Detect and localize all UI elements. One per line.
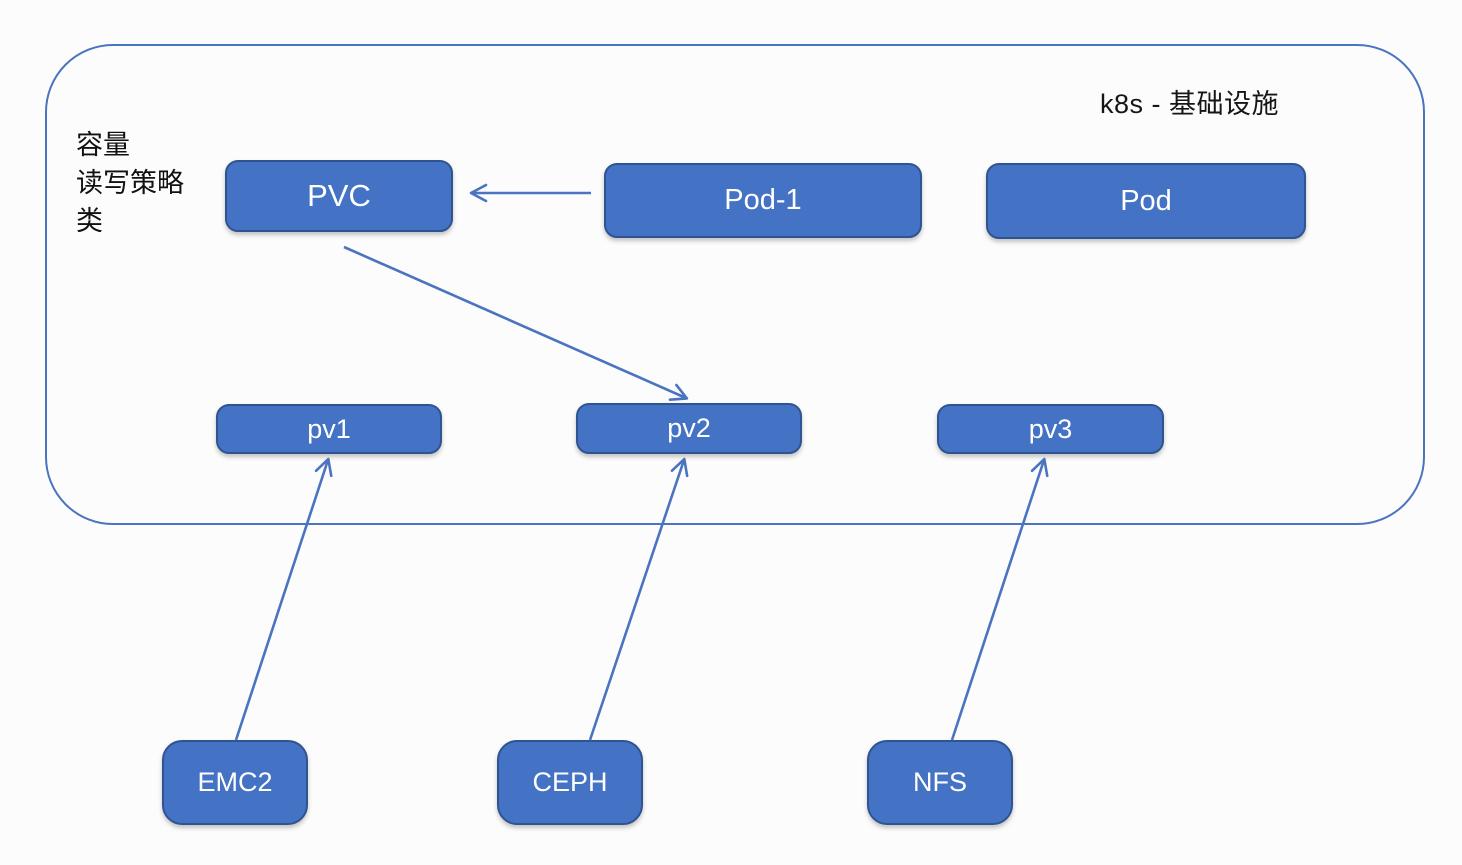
node-pod-1: Pod-1 [604,163,922,238]
node-pv2-label: pv2 [667,413,711,443]
side-note-line-capacity: 容量 [76,130,130,160]
node-pvc: PVC [225,160,453,232]
node-ceph: CEPH [497,740,643,825]
node-emc2: EMC2 [162,740,308,825]
node-pod-1-label: Pod-1 [724,184,802,216]
node-pod-label: Pod [1120,184,1172,217]
node-ceph-label: CEPH [532,767,608,797]
node-nfs-label: NFS [913,767,967,797]
side-note: 容量 读写策略 类 [76,126,184,240]
k8s-infrastructure-boundary [45,44,1425,525]
node-pod: Pod [986,163,1306,239]
node-pv3-label: pv3 [1028,413,1073,444]
node-pv3: pv3 [937,404,1164,454]
container-title: k8s - 基础设施 [1100,89,1280,119]
node-pv1-label: pv1 [307,413,351,444]
node-pvc-label: PVC [307,178,371,213]
side-note-line-class: 类 [76,206,103,236]
node-pv1: pv1 [216,404,442,454]
node-pv2: pv2 [576,403,802,454]
side-note-line-rw-policy: 读写策略 [76,168,184,198]
node-emc2-label: EMC2 [197,767,273,797]
node-nfs: NFS [867,740,1013,825]
